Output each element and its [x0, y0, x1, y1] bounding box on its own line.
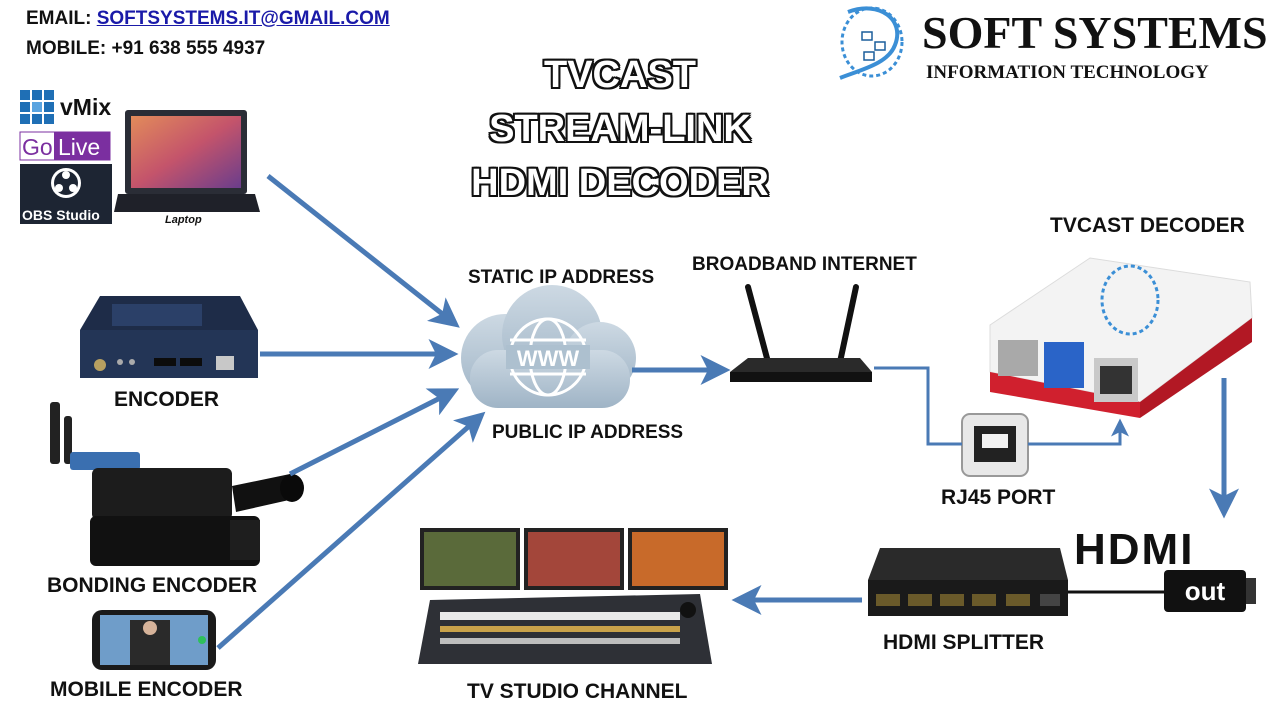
golive-go-label: Go	[22, 134, 53, 160]
vmix-badge: vMix	[20, 90, 111, 124]
obs-badge: OBS Studio	[20, 164, 112, 224]
mobile-line: MOBILE: +91 638 555 4937	[26, 38, 265, 60]
internet-cloud: WWW	[461, 285, 636, 408]
arrow-bonding-to-cloud	[288, 388, 460, 477]
title-line-1: TVCAST	[544, 54, 696, 96]
mobile-phone-icon	[92, 610, 216, 670]
swirl-network-logo-icon	[839, 6, 904, 80]
email-label: EMAIL:	[26, 8, 92, 29]
laptop-icon	[114, 110, 260, 212]
encoder-label: ENCODER	[114, 388, 220, 411]
tv-studio-switcher-icon	[418, 528, 728, 664]
rj45-label: RJ45 PORT	[941, 486, 1056, 509]
cloud-www-text: WWW	[517, 346, 580, 371]
www-globe-icon: WWW	[506, 317, 590, 397]
hdmi-splitter-label: HDMI SPLITTER	[883, 631, 1044, 654]
title-line-3: HDMI DECODER	[471, 162, 769, 204]
mobile-label: MOBILE:	[26, 38, 107, 59]
line-router-to-rj45	[874, 366, 962, 446]
title-line-2: STREAM-LINK	[489, 108, 751, 150]
brand-name: SOFT SYSTEMS	[922, 7, 1268, 58]
hdmi-splitter-icon	[868, 548, 1164, 616]
laptop-label: Laptop	[165, 214, 202, 226]
hdmi-out-logo: HDMI out	[1074, 525, 1256, 612]
static-ip-label: STATIC IP ADDRESS	[468, 267, 655, 288]
arrow-mobile-to-cloud	[216, 411, 486, 650]
public-ip-label: PUBLIC IP ADDRESS	[492, 422, 684, 443]
decoder-label: TVCAST DECODER	[1050, 214, 1245, 237]
rj45-port-icon	[961, 413, 1029, 477]
hdmi-out-text: out	[1185, 576, 1226, 606]
vmix-grid-icon	[20, 90, 54, 124]
bonding-encoder-label: BONDING ENCODER	[47, 574, 258, 597]
golive-badge: Go Live	[19, 131, 111, 161]
email-line: EMAIL: SOFTSYSTEMS.IT@GMAIL.COM	[26, 8, 390, 30]
tvcast-decoder-device-icon	[989, 257, 1253, 418]
tv-studio-label: TV STUDIO CHANNEL	[467, 680, 688, 703]
broadband-label: BROADBAND INTERNET	[692, 254, 917, 275]
flow-arrows	[216, 174, 1239, 650]
hdmi-logo-text: HDMI	[1074, 525, 1194, 574]
arrow-laptop-to-cloud	[266, 174, 460, 328]
router-icon	[730, 284, 872, 382]
bonding-encoder-camera-icon	[50, 402, 304, 566]
mobile-number: +91 638 555 4937	[111, 38, 266, 59]
email-link[interactable]: SOFTSYSTEMS.IT@GMAIL.COM	[96, 8, 390, 29]
vmix-label: vMix	[60, 94, 111, 120]
obs-label: OBS Studio	[22, 207, 100, 223]
mobile-encoder-label: MOBILE ENCODER	[50, 678, 243, 701]
golive-live-label: Live	[58, 134, 100, 160]
encoder-device-icon	[80, 296, 258, 378]
brand-tagline: INFORMATION TECHNOLOGY	[926, 62, 1209, 83]
arrow-rj45-to-decoder	[1028, 418, 1129, 446]
